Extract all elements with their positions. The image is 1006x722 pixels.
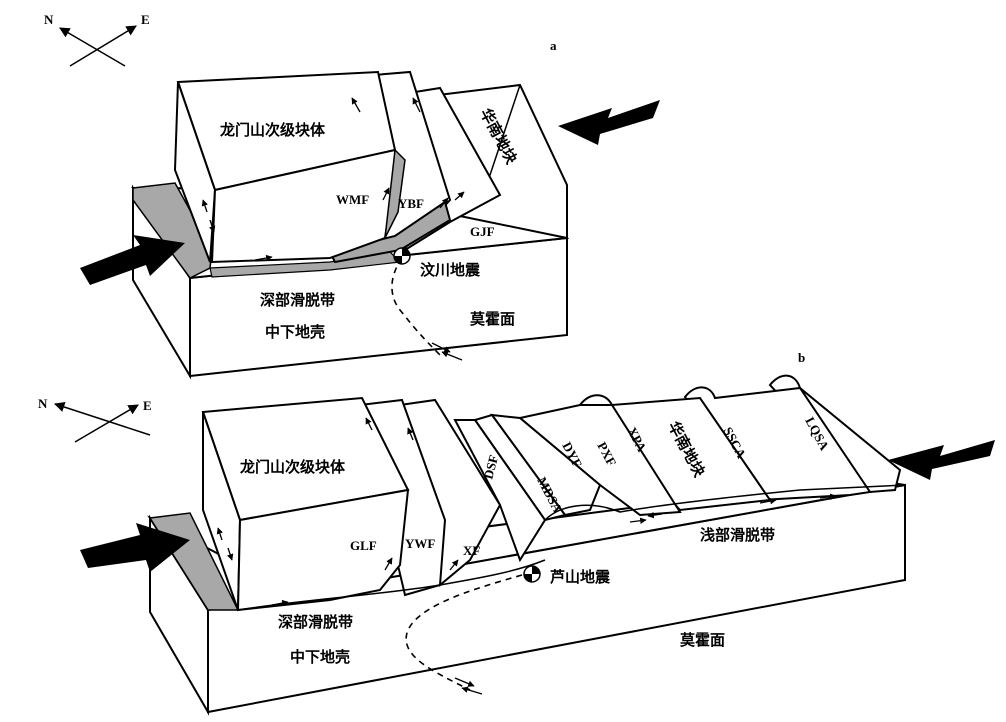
panel-b: N E b	[38, 350, 995, 716]
label-glf: GLF	[350, 538, 377, 553]
panel-a: N E a	[44, 12, 660, 380]
lms-side-face	[173, 81, 217, 263]
label-gjf: GJF	[470, 224, 495, 239]
label-wenchuan-earthquake: 汶川地震	[420, 261, 481, 279]
panel-letter-b: b	[798, 350, 805, 365]
push-arrow-right-b	[888, 440, 995, 480]
sheet-dsf	[453, 419, 547, 563]
fault-zone-wmf	[384, 148, 406, 239]
label-mid-lower-crust-b: 中下地壳	[290, 648, 350, 666]
longmenshan-block-b	[201, 396, 410, 612]
label-shallow-detachment: 浅部滑脱带	[700, 526, 775, 544]
longmenshan-block-a	[173, 70, 406, 264]
push-arrow-right-a	[558, 100, 660, 145]
label-lushan-earthquake: 芦山地震	[550, 568, 611, 586]
label-deep-detachment-b: 深部滑脱带	[278, 613, 353, 631]
label-moho-a: 莫霍面	[470, 310, 515, 328]
compass-east-label: E	[141, 12, 150, 27]
label-deep-detachment-a: 深部滑脱带	[260, 291, 335, 309]
compass-north-label: N	[38, 396, 48, 411]
push-arrow-left-b	[80, 523, 190, 572]
label-xf: XF	[463, 543, 480, 558]
compass-a: N E	[44, 12, 150, 67]
compass-b: N E	[38, 396, 152, 443]
label-wmf: WMF	[336, 192, 369, 207]
sheet-ssca	[683, 386, 872, 502]
panel-letter-a: a	[550, 38, 557, 53]
dashed-fault-a	[391, 257, 441, 356]
label-longmenshan-block-a: 龙门山次级块体	[219, 121, 326, 139]
deep-detachment-line-b	[237, 559, 546, 611]
earthquake-beachball-a	[393, 247, 411, 265]
sheet-huanan-b	[578, 394, 772, 512]
earthquake-beachball-b	[523, 565, 541, 583]
label-mid-lower-crust-a: 中下地壳	[265, 323, 325, 341]
push-arrow-left-a	[80, 235, 185, 285]
label-dsf: DSF	[480, 453, 501, 481]
compass-north-label: N	[44, 12, 54, 27]
label-moho-b: 莫霍面	[680, 631, 725, 649]
label-ybf: YBF	[398, 196, 424, 211]
dashed-fault-b	[405, 574, 523, 691]
label-ywf: YWF	[405, 536, 435, 551]
compass-east-label: E	[143, 398, 152, 413]
label-longmenshan-block-b: 龙门山次级块体	[239, 458, 346, 476]
shallow-detachment-line	[544, 484, 906, 521]
